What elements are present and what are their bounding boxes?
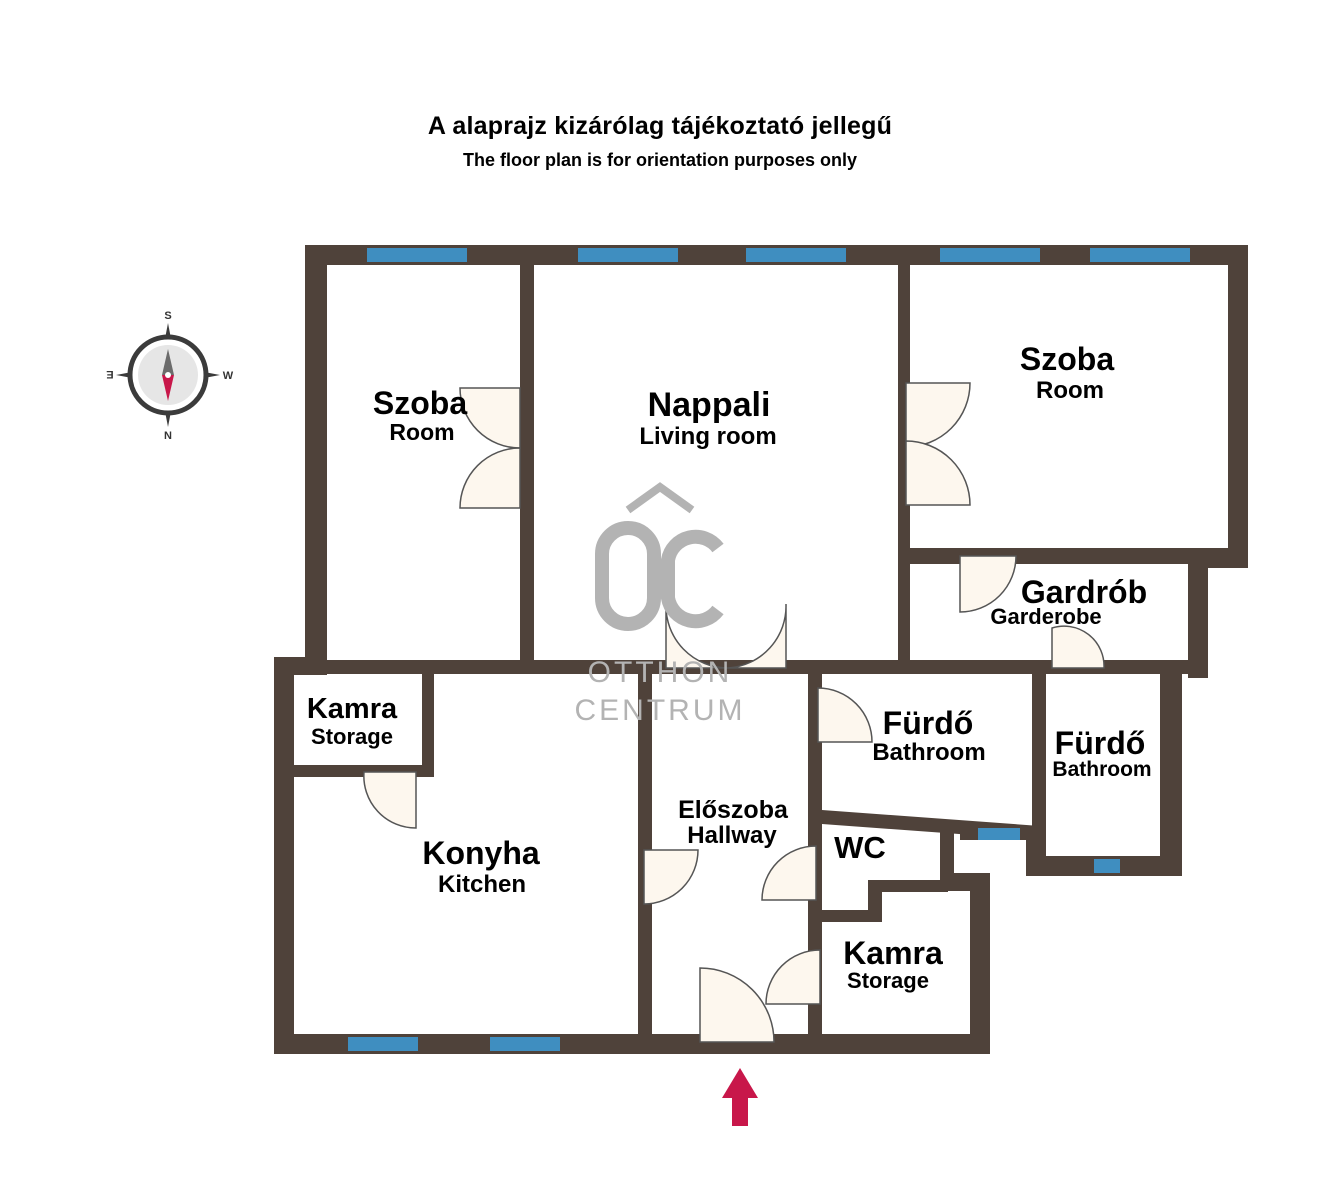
wc-name: WC [834,830,886,865]
wall-int-2 [898,265,910,665]
room-left-name: Szoba [373,385,467,421]
wall-right-upper [1228,245,1248,568]
window-2 [578,248,678,262]
living-name-en: Living room [639,423,776,450]
room-right-name-en: Room [1036,377,1104,404]
kitchen-name: Konyha [422,835,540,871]
wall-right-mid [1188,548,1208,678]
door-wardrobe-a [959,555,1017,613]
plan-subtitle: The floor plan is for orientation purpos… [462,150,858,170]
door-wc [761,845,817,901]
compass-w-label: W [223,370,234,382]
compass-needle-s [162,349,174,375]
doors [363,382,1105,1043]
door-kitchen [643,849,699,905]
compass-needle-n [162,375,174,401]
kitchen-name-en: Kitchen [438,871,526,898]
hallway-name-en: Hallway [687,822,777,849]
door-living-b [727,603,787,669]
watermark-line2: CENTRUM [575,694,746,727]
room-right-name: Szoba [1020,341,1114,377]
wall-wc-right [940,826,954,891]
compass-s-label: S [164,310,171,322]
door-left-b [459,447,521,509]
storage-top-name-en: Storage [311,724,393,749]
window-6 [348,1037,418,1051]
room-labels: Szoba Room Nappali Living room Szoba Roo… [307,341,1152,993]
window-7 [490,1037,560,1051]
window-1 [367,248,467,262]
bath1-name: Fürdő [883,705,974,741]
hallway-name: Előszoba [678,796,789,824]
wall-bath2-left [1026,826,1046,876]
watermark-logo: OTTHON CENTRUM [575,482,746,727]
wall-int-1 [520,265,534,665]
door-entrance [699,967,775,1043]
storage-bottom-name-en: Storage [847,968,929,993]
room-left-name-en: Room [389,419,454,445]
door-storage-top [363,771,417,829]
wall-wc-top-step [868,880,948,892]
wardrobe-name: Gardrób [1021,574,1147,610]
storage-bottom-name: Kamra [843,935,943,971]
compass-e-label: E [106,368,113,380]
bath2-name: Fürdő [1055,725,1146,761]
wall-bath2-right [1160,670,1182,876]
window-5 [1090,248,1190,262]
bath1-name-en: Bathroom [872,739,985,766]
door-left-a [459,387,521,449]
watermark-c [661,529,724,629]
window-3 [746,248,846,262]
watermark-o [595,521,661,631]
plan-title: A alaprajz kizárólag tájékoztató jellegű [427,112,893,140]
door-right-b [905,440,971,506]
wall-storage-side [422,672,434,777]
storage-top-name: Kamra [307,693,398,725]
wall-left-lower [274,657,294,1054]
wall-wc-floor [816,910,880,922]
watermark-roof [625,482,695,514]
watermark-line1: OTTHON [588,656,733,689]
compass-n-label: N [164,430,172,442]
wall-left-upper [305,245,327,670]
wall-right-room-floor [906,548,1206,564]
door-right-a [905,382,971,448]
window-9 [1094,859,1120,873]
living-name: Nappali [648,386,771,424]
door-wardrobe-b [1051,625,1105,669]
window-8 [978,828,1020,840]
wall-int-5 [1032,670,1046,830]
door-storage-bottom [765,949,821,1005]
compass: S N E W [106,310,233,442]
wardrobe-name-en: Garderobe [990,604,1101,629]
bath2-name-en: Bathroom [1052,758,1151,781]
wall-right-lower [970,873,990,1054]
entrance-arrow-icon [722,1068,758,1126]
windows [348,248,1190,1051]
door-bath1 [817,687,873,743]
window-4 [940,248,1040,262]
